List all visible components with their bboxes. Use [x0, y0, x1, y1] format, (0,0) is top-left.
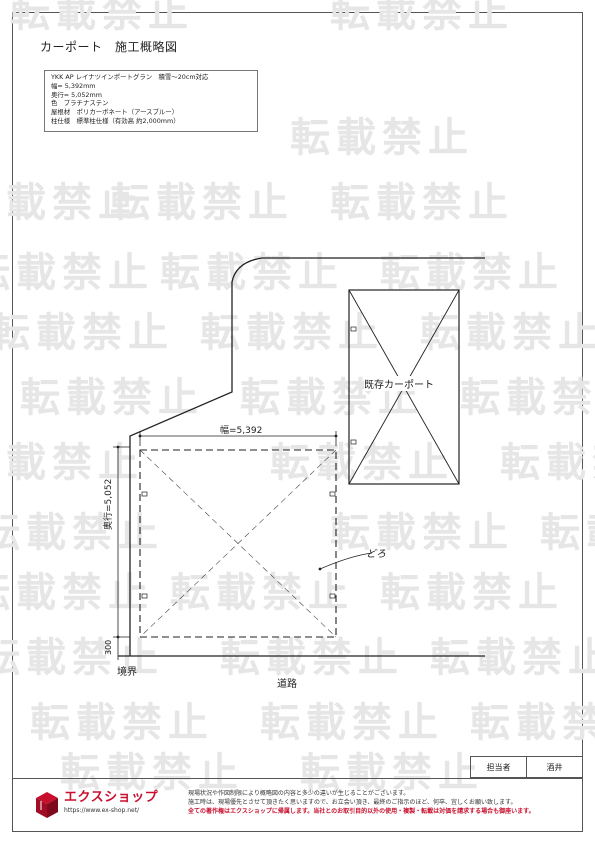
box-icon: [36, 792, 58, 818]
person-in-charge-label: 担当者: [471, 757, 527, 777]
boundary-label: 境界: [117, 667, 137, 678]
logo-text: エクスショップ https://www.ex-shop.net/: [64, 786, 158, 814]
footer-note: 現場状況や作図制限により概略図の内容と多少の違いが生じることがございます。: [188, 790, 410, 797]
drawing-title: カーポート 施工概略図: [40, 40, 178, 54]
existing-carport-outline: [348, 289, 460, 485]
carport-post: [141, 491, 148, 497]
footer-divider: [12, 778, 583, 779]
new-carport-outline: [139, 449, 337, 638]
gutter-leader-line: [319, 552, 373, 570]
carport-post: [329, 593, 336, 599]
spec-line: 奥行= 5,052mm: [51, 90, 102, 99]
new-carport-diagonal: [139, 449, 337, 638]
dimension-dot: [116, 635, 120, 639]
brand-url[interactable]: https://www.ex-shop.net/: [64, 807, 140, 814]
leader-dot: [318, 567, 322, 571]
carport-post: [141, 593, 148, 599]
spec-box: YKK AP レイナツインポートグラン 積雪～20cm対応 幅= 5,392mm…: [44, 70, 258, 132]
carport-post: [329, 491, 336, 497]
footer-note: 施工時は、現場優先とさせて頂きたく思いますので、お立会い頂き、最終のご指示のほど…: [188, 799, 517, 806]
spec-line: YKK AP レイナツインポートグラン 積雪～20cm対応: [51, 73, 209, 81]
depth-label: 奥行=5,052: [104, 478, 114, 530]
spec-line: 色 プラチナステン: [51, 99, 109, 108]
existing-carport-post: [350, 439, 357, 445]
width-label: 幅=5,392: [220, 426, 263, 436]
brand-name: エクスショップ: [64, 790, 159, 805]
dimension-dot: [138, 434, 142, 438]
gutter-label: どろ: [366, 549, 386, 560]
dimension-dot: [334, 434, 338, 438]
spec-line: 幅= 5,392mm: [51, 81, 96, 90]
existing-carport-post: [350, 326, 357, 332]
person-in-charge-name: 酒井: [546, 762, 563, 772]
site-boundary-line: [129, 257, 485, 656]
copyright-note: 全ての著作権はエクスショップに帰属します。当社とのお取引目的以外の使用・複製・転…: [188, 808, 535, 815]
spec-line: 柱仕様 標準柱仕様（有効高 約2,000mm）: [51, 116, 180, 125]
spec-line: 屋根材 ポリカーボネート（アースブルー）: [51, 108, 179, 117]
offset-label: 300: [104, 639, 113, 655]
company-logo: エクスショップ https://www.ex-shop.net/: [36, 786, 158, 814]
drawing-frame: [12, 12, 583, 832]
dimension-dot: [116, 445, 120, 449]
road-label: 道路: [277, 679, 297, 690]
person-in-charge-box: 担当者 酒井: [470, 756, 583, 778]
existing-carport-label: 既存カーポート: [364, 376, 434, 391]
footer-notes: 現場状況や作図制限により概略図の内容と多少の違いが生じることがございます。 施工…: [188, 789, 535, 816]
